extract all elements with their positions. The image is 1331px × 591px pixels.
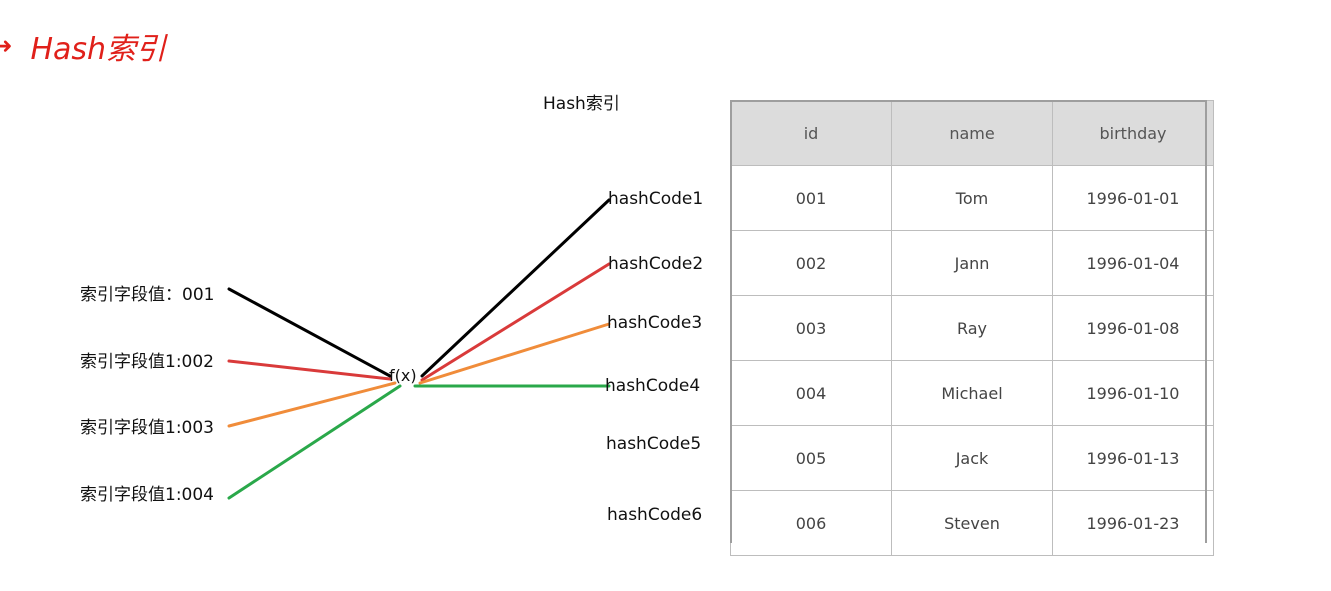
section-heading-text: Hash索引: [30, 32, 167, 67]
arrow-icon: ➜: [0, 33, 13, 59]
hashcode-label: hashCode5: [606, 434, 702, 454]
cell-birthday: 1996-01-08: [1052, 295, 1214, 361]
cell-id: 006: [730, 490, 892, 556]
hashcode-label: hashCode2: [608, 254, 704, 274]
cell-id: 003: [730, 295, 892, 361]
index-to-function-line: [227, 359, 392, 381]
table-row: 003 Ray 1996-01-08: [730, 295, 1214, 361]
index-to-function-line: [227, 381, 397, 428]
hash-function-label: f(x): [389, 366, 417, 385]
section-heading: ➜ Hash索引: [0, 26, 167, 67]
hashcode-label: hashCode3: [607, 313, 703, 333]
table-row: 001 Tom 1996-01-01: [730, 165, 1214, 231]
cell-name: Tom: [891, 165, 1053, 231]
column-header-name: name: [891, 100, 1053, 166]
cell-id: 001: [730, 165, 892, 231]
function-to-hashcode-line: [420, 198, 611, 378]
table-row: 006 Steven 1996-01-23: [730, 490, 1214, 556]
column-header-birthday: birthday: [1052, 100, 1214, 166]
function-to-hashcode-line: [420, 262, 611, 382]
index-value-label: 索引字段值1:004: [80, 485, 214, 505]
table-row: 004 Michael 1996-01-10: [730, 360, 1214, 426]
cell-name: Ray: [891, 295, 1053, 361]
function-to-hashcode-line: [418, 322, 611, 385]
cell-id: 005: [730, 425, 892, 491]
cell-birthday: 1996-01-04: [1052, 230, 1214, 296]
diagram-title: Hash索引: [543, 94, 620, 114]
column-header-id: id: [730, 100, 892, 166]
index-to-function-line: [227, 287, 392, 378]
index-to-function-line: [227, 384, 402, 500]
cell-id: 004: [730, 360, 892, 426]
cell-birthday: 1996-01-23: [1052, 490, 1214, 556]
table-row: 002 Jann 1996-01-04: [730, 230, 1214, 296]
cell-name: Jack: [891, 425, 1053, 491]
index-value-label: 索引字段值1:002: [80, 352, 214, 372]
hashcode-label: hashCode4: [605, 376, 701, 396]
index-value-label: 索引字段值：001: [80, 285, 215, 305]
cell-birthday: 1996-01-01: [1052, 165, 1214, 231]
data-table: id name birthday 001 Tom 1996-01-01 002 …: [730, 100, 1214, 556]
table-header-row: id name birthday: [730, 100, 1214, 166]
cell-name: Michael: [891, 360, 1053, 426]
cell-id: 002: [730, 230, 892, 296]
cell-birthday: 1996-01-13: [1052, 425, 1214, 491]
cell-name: Steven: [891, 490, 1053, 556]
cell-birthday: 1996-01-10: [1052, 360, 1214, 426]
hashcode-label: hashCode1: [608, 189, 704, 209]
hashcode-label: hashCode6: [607, 505, 703, 525]
cell-name: Jann: [891, 230, 1053, 296]
index-value-label: 索引字段值1:003: [80, 418, 214, 438]
table-row: 005 Jack 1996-01-13: [730, 425, 1214, 491]
